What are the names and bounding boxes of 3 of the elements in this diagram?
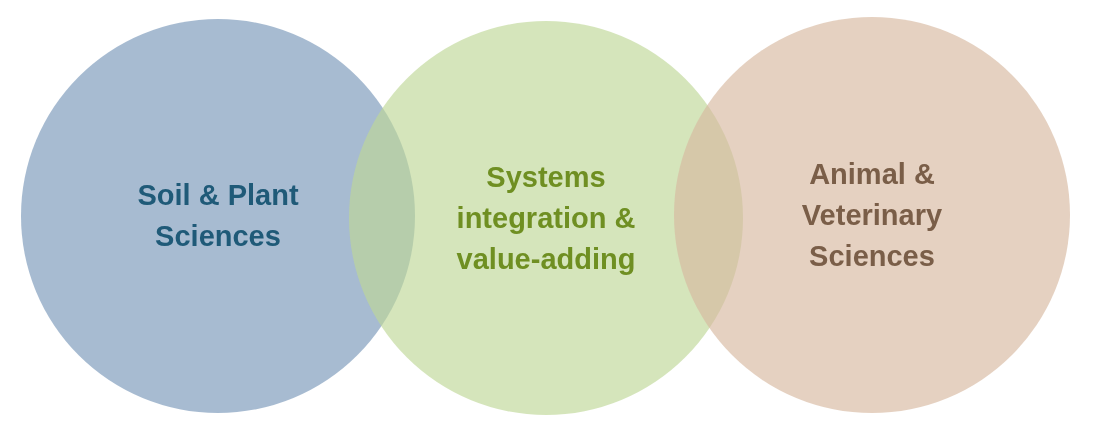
circle-label: Soil & Plant Sciences xyxy=(136,178,300,254)
circle-label: Systems integration & value-adding xyxy=(455,159,637,277)
circle-label: Animal & Veterinary Sciences xyxy=(800,156,944,274)
